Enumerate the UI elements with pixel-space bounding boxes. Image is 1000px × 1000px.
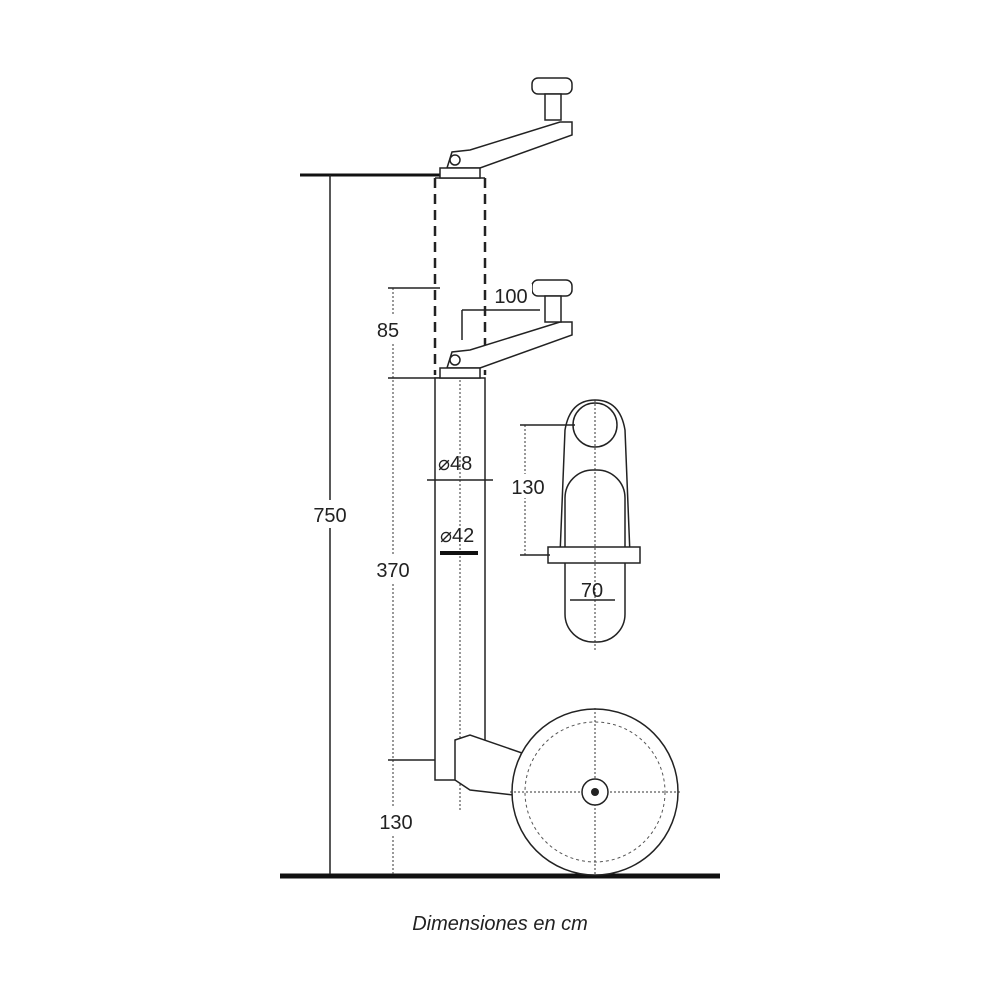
label-diameter-48: ⌀48: [438, 453, 472, 475]
caption: Dimensiones en cm: [412, 913, 588, 935]
jack-tube: [434, 377, 486, 781]
label-100: 100: [494, 286, 527, 308]
label-130-wheel: 130: [511, 477, 544, 499]
label-diameter-42: ⌀42: [440, 525, 474, 547]
label-750: 750: [313, 505, 346, 527]
wheel-side-view: [454, 708, 680, 876]
crank-handle-extended: [439, 77, 573, 179]
label-370: 370: [376, 560, 409, 582]
label-85: 85: [377, 320, 399, 342]
wheel-front-view: [547, 399, 641, 650]
crank-handle-retracted: [439, 279, 573, 379]
label-130-clearance: 130: [379, 812, 412, 834]
label-70: 70: [581, 580, 603, 602]
